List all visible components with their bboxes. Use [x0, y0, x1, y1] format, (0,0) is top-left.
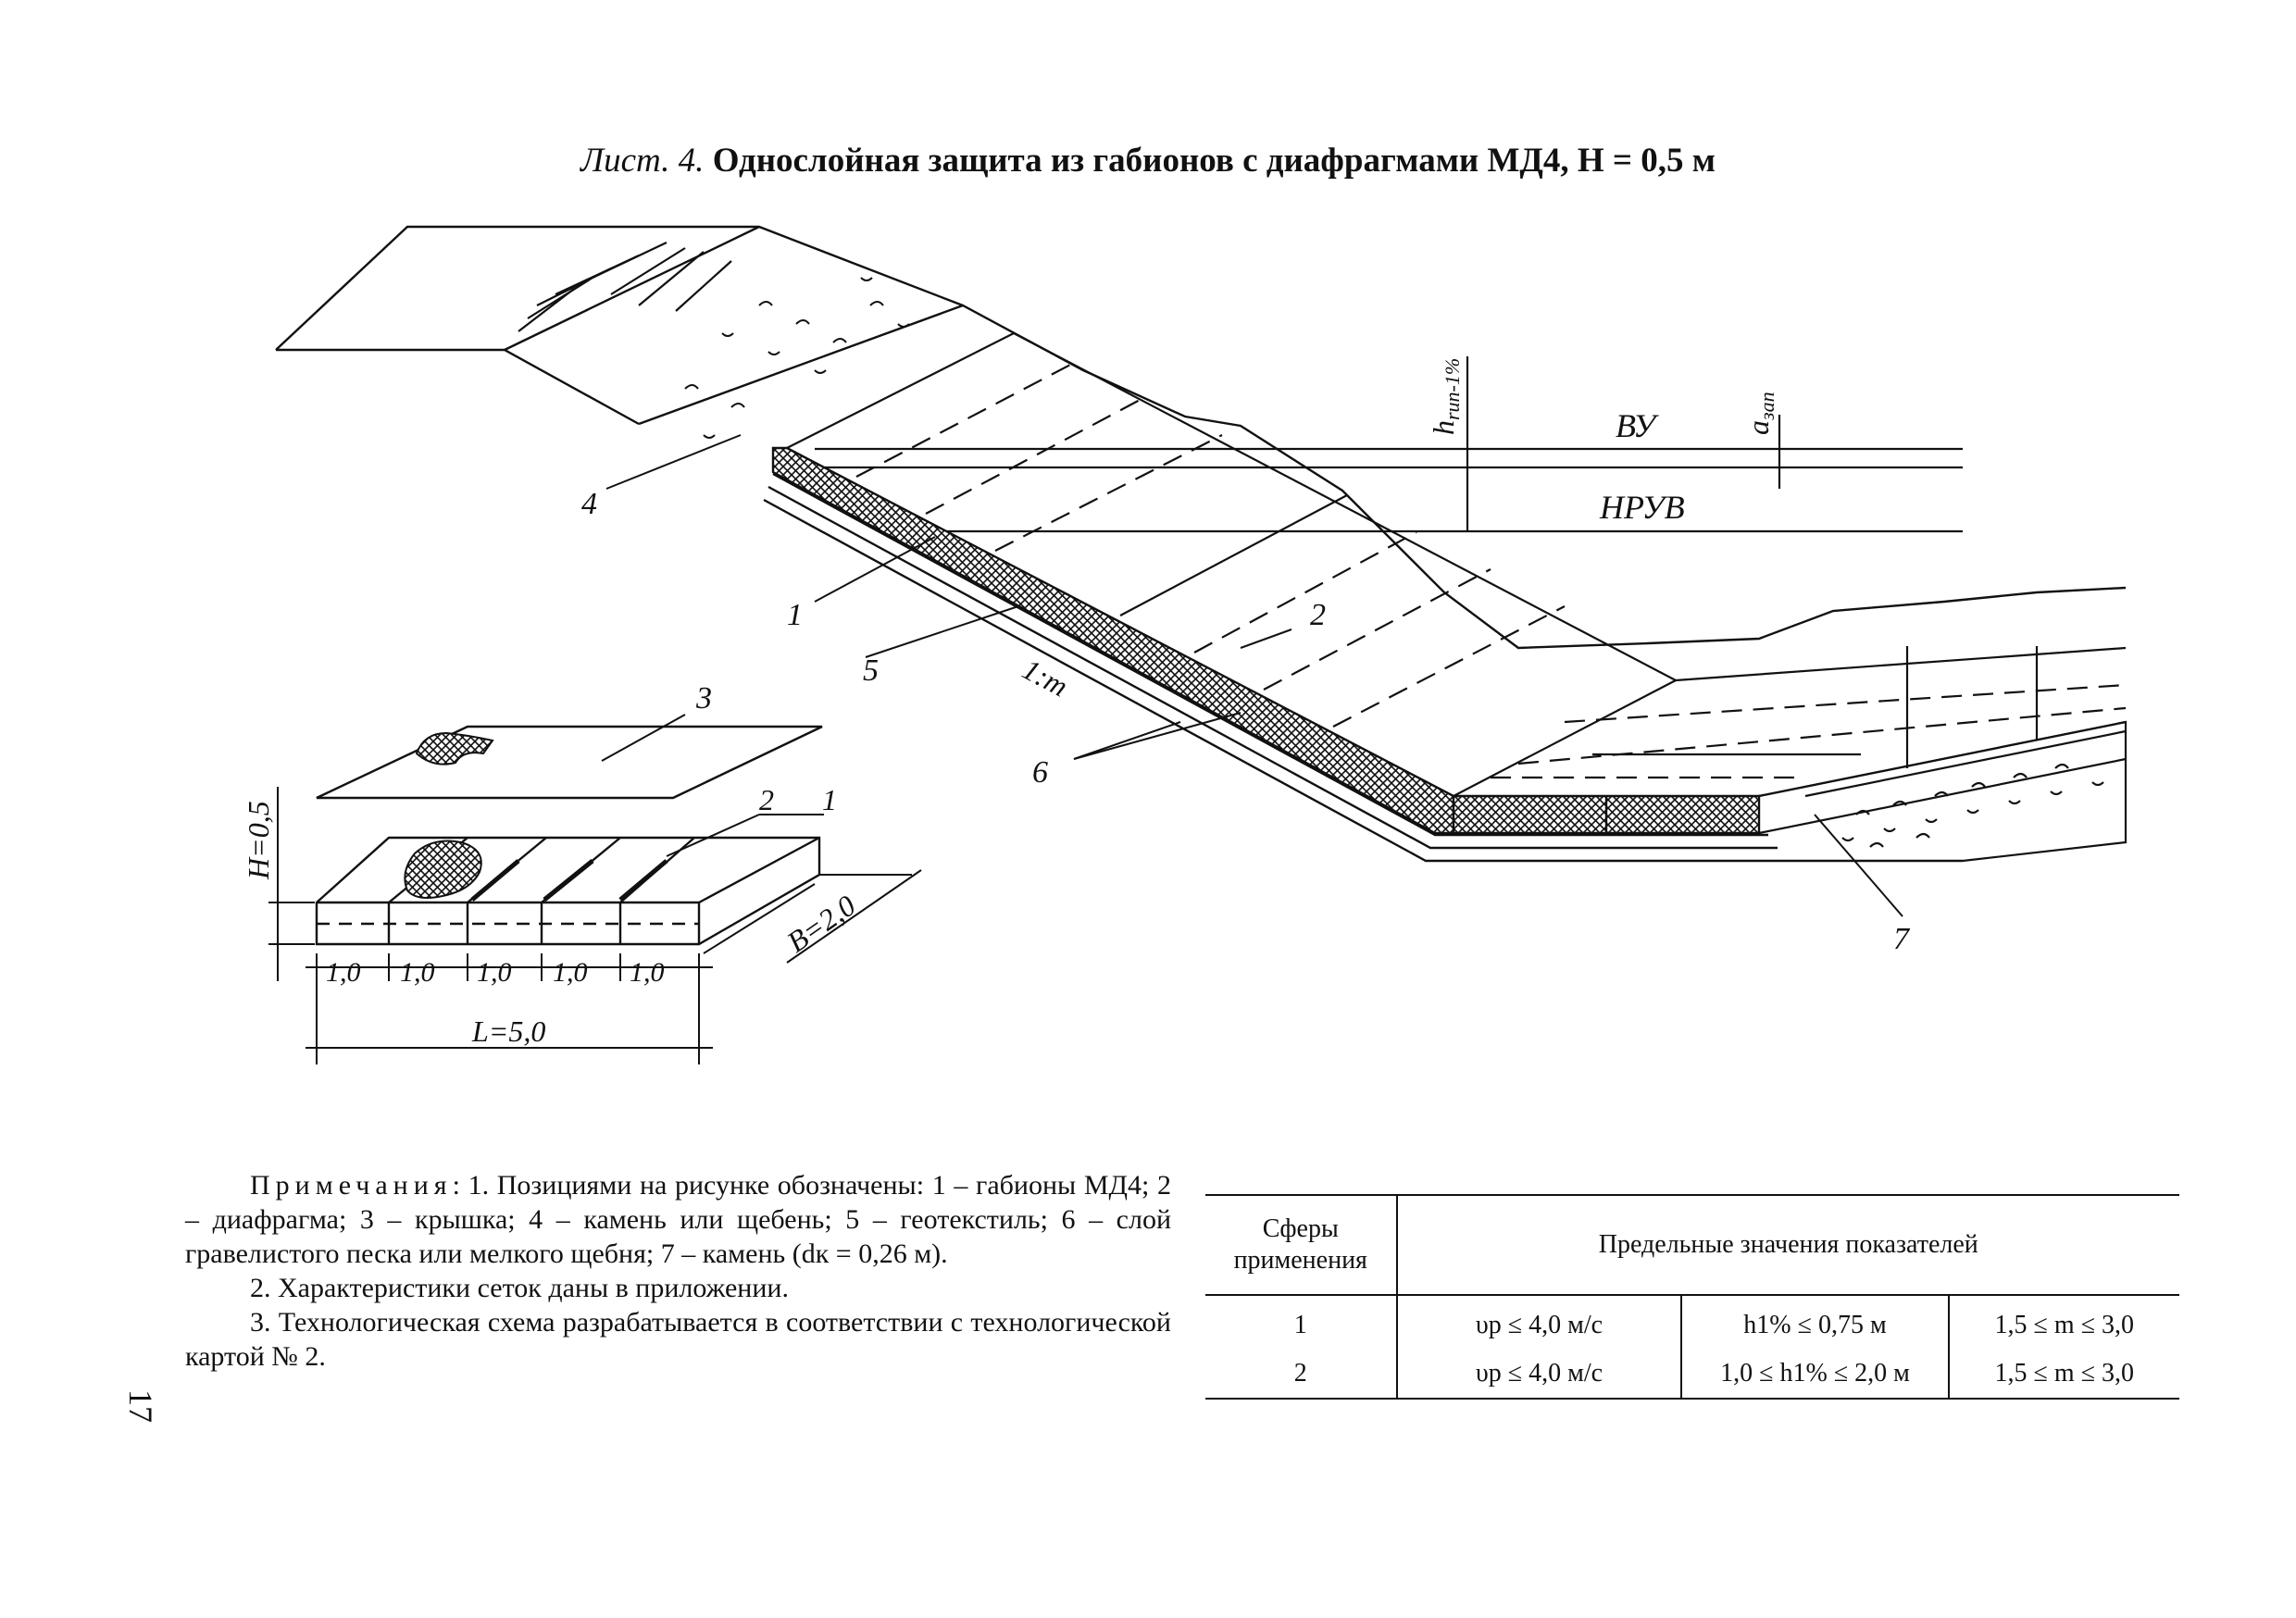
length-dimension: L=5,0 [471, 1014, 545, 1048]
pos-1-detail: 1 [822, 783, 837, 816]
diaphragm-lines [855, 362, 2127, 779]
cell-dimension-4: 1,0 [553, 957, 588, 988]
note-1: Примечания: 1. Позициями на рисунке обоз… [185, 1168, 1171, 1271]
cell-slope: 1,5 ≤ m ≤ 3,0 [1947, 1350, 2179, 1400]
detail-dimensions [268, 787, 922, 1064]
sheet-heading: Однослойная защита из габионов с диафраг… [712, 142, 1716, 180]
notes-block: Примечания: 1. Позициями на рисунке обоз… [185, 1168, 1171, 1374]
gabion-lid [316, 714, 823, 800]
pos-2: 2 [1310, 598, 1326, 632]
cell-velocity: υp ≤ 4,0 м/с [1395, 1350, 1682, 1400]
cell-velocity: υp ≤ 4,0 м/с [1395, 1295, 1682, 1350]
slope-gabion-section [763, 446, 1963, 863]
slope-label: 1:m [1017, 652, 1074, 703]
stone-fill-top [684, 277, 910, 439]
page-number: 17 [122, 1389, 159, 1423]
table-row: 2 υp ≤ 4,0 м/с 1,0 ≤ h1% ≤ 2,0 м 1,5 ≤ m… [1205, 1350, 2179, 1400]
pos-3-detail: 3 [695, 681, 712, 716]
stone-fill-detail [404, 840, 482, 899]
pos-4: 4 [581, 487, 597, 521]
leader-lines [605, 434, 1903, 917]
limits-table: Сферы применения Предельные значения пок… [1205, 1194, 2179, 1400]
cell-wave: 1,0 ≤ h1% ≤ 2,0 м [1680, 1350, 1949, 1400]
pos-1: 1 [787, 598, 803, 632]
col-header-sphere: Сферы применения [1205, 1194, 1397, 1296]
cell-wave: h1% ≤ 0,75 м [1680, 1295, 1949, 1350]
pos-6: 6 [1032, 755, 1048, 790]
detail-leaders [666, 814, 824, 857]
table-row: 1 υp ≤ 4,0 м/с h1% ≤ 0,75 м 1,5 ≤ m ≤ 3,… [1205, 1295, 2179, 1350]
note-1-text: : 1. Позициями на рисунке обозначены: 1 … [185, 1170, 1171, 1269]
freeboard-label: aзап [1741, 392, 1778, 435]
cell-dimension-3: 1,0 [477, 957, 512, 988]
bank-hatching [518, 242, 732, 332]
level-nruv-label: НРУВ [1599, 489, 1685, 526]
diaphragm-detail [470, 859, 668, 902]
cell-sphere: 2 [1205, 1350, 1397, 1400]
level-vu-label: ВУ [1616, 407, 1659, 444]
cell-dimension-5: 1,0 [630, 957, 665, 988]
cell-dimension-1: 1,0 [326, 957, 361, 988]
note-2: 2. Характеристики сеток даны в приложени… [250, 1273, 789, 1303]
cell-slope: 1,5 ≤ m ≤ 3,0 [1947, 1295, 2179, 1350]
sheet-number: Лист. 4. [580, 142, 705, 180]
cell-sphere: 1 [1293, 1311, 1307, 1339]
bank-terrain [275, 225, 2127, 650]
sheet-title: Лист. 4. Однослойная защита из габионов … [0, 139, 2296, 183]
col-header-limits: Предельные значения показателей [1395, 1194, 2179, 1296]
cell-dimension-2: 1,0 [400, 957, 435, 988]
height-dimension: H=0,5 [242, 801, 275, 880]
wave-height-label: hrun-1% [1427, 358, 1464, 435]
notes-heading: Примечания [250, 1170, 453, 1201]
pos-2-detail: 2 [759, 783, 774, 816]
water-levels [815, 356, 1963, 533]
limits-table-header: Сферы применения Предельные значения пок… [1205, 1194, 2179, 1296]
pos-7: 7 [1893, 922, 1911, 956]
toe-stone [1758, 720, 2128, 863]
width-dimension: B=2,0 [780, 889, 861, 959]
note-3: 3. Технологическая схема разрабатывается… [185, 1307, 1171, 1372]
pos-5: 5 [863, 653, 879, 688]
